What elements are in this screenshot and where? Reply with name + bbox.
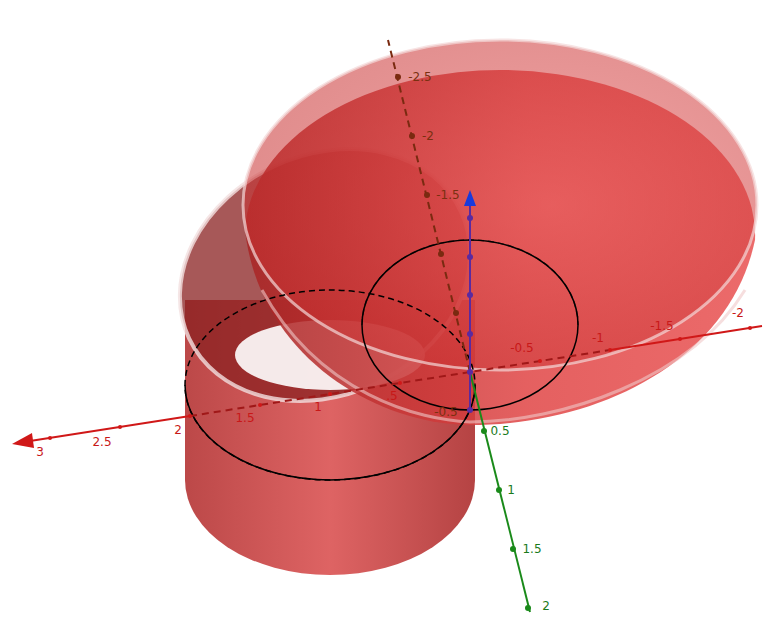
tick-label: 2 xyxy=(541,600,551,612)
tick-label: -2 xyxy=(731,307,745,319)
tick-label: .5 xyxy=(385,390,398,402)
base-circle xyxy=(185,385,475,480)
x-axis xyxy=(12,326,762,448)
tick-marks xyxy=(48,326,752,440)
z-axis xyxy=(469,205,471,410)
tick-label: 2.5 xyxy=(91,436,112,448)
tick-label: -0.5 xyxy=(509,342,534,354)
tick-label: 0.5 xyxy=(489,425,510,437)
tick-label: -1.5 xyxy=(435,189,460,201)
tick-label: 1 xyxy=(506,484,516,496)
tick-label: 1.5 xyxy=(234,412,255,424)
tick-label: -1 xyxy=(591,332,605,344)
base-circle xyxy=(185,290,475,480)
tick-label: 1.5 xyxy=(521,543,542,555)
z-axis-arrow xyxy=(464,190,476,206)
tick-label: -1.5 xyxy=(649,320,674,332)
tick-label: 2 xyxy=(173,424,183,436)
tick-label: -2.5 xyxy=(407,71,432,83)
y-axis xyxy=(388,40,470,372)
y-axis xyxy=(470,372,530,612)
tick-label: 3 xyxy=(35,446,45,458)
tick-label: -0.5 xyxy=(433,406,458,418)
tick-label: -2 xyxy=(421,130,435,142)
tick-label: 1 xyxy=(313,401,323,413)
